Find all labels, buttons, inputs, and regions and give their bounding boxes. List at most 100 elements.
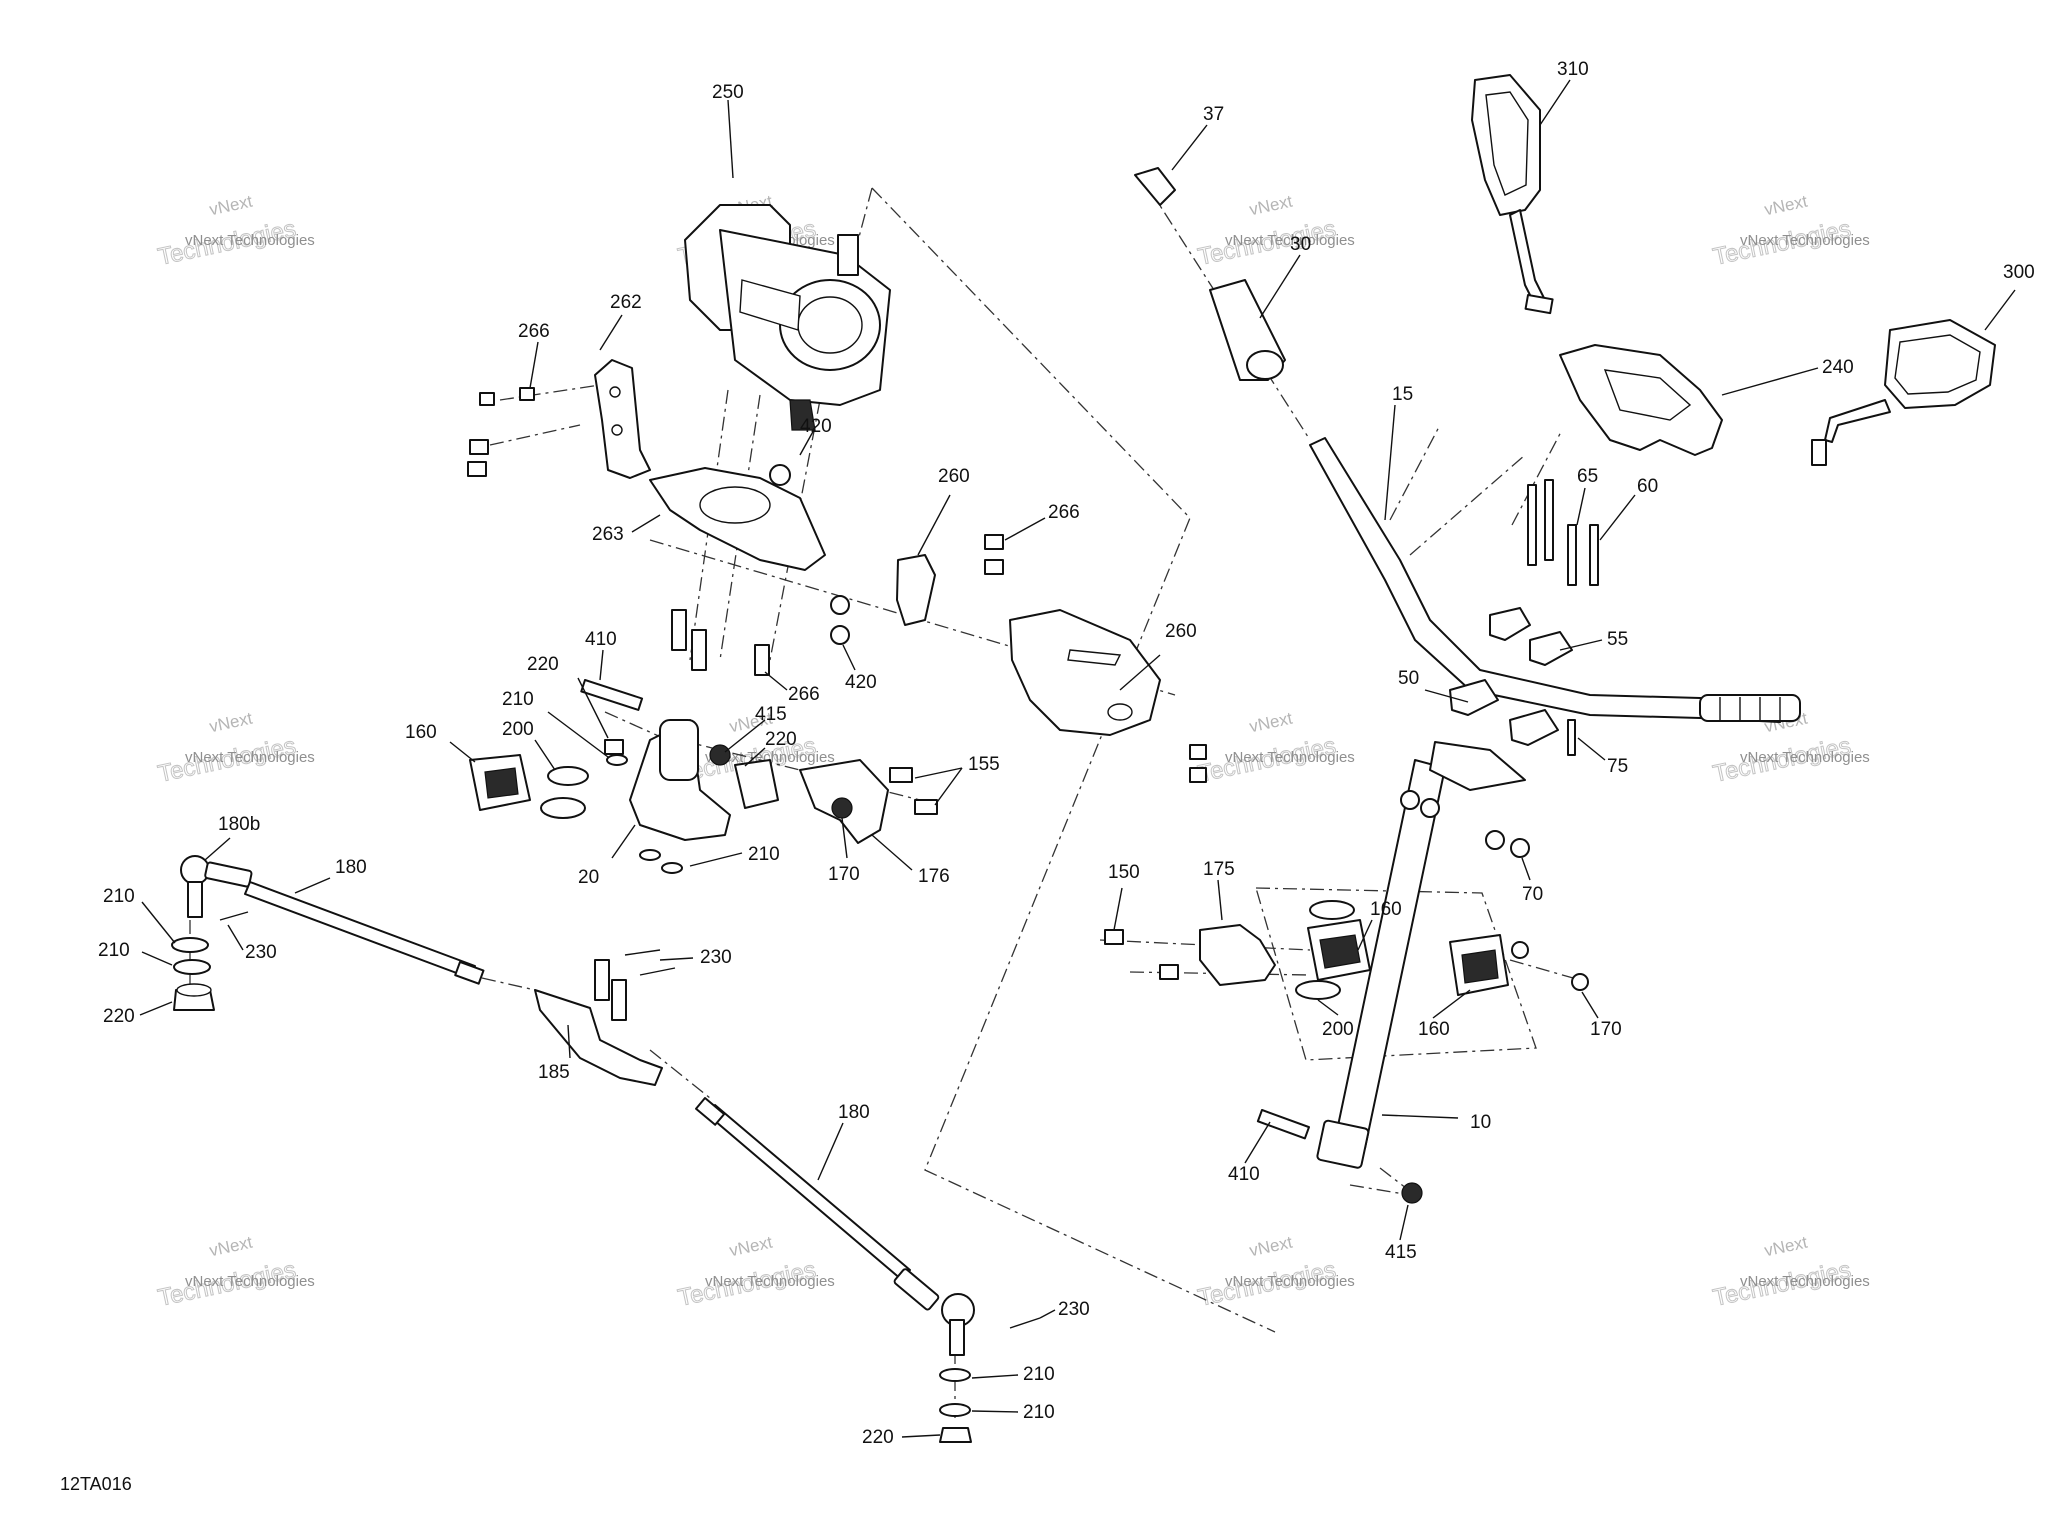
seal-ring-200: [547, 766, 589, 786]
callout-175: 175: [1203, 859, 1235, 880]
column-flange: [1429, 741, 1526, 791]
nut-420: [769, 464, 791, 486]
watermark-bottom-left: vNext Technologies: [155, 1233, 299, 1313]
callout-200: 200: [1322, 1019, 1354, 1040]
callout-176: 176: [918, 866, 950, 887]
clamp-base-50: [1509, 709, 1559, 746]
callout-30: 30: [1290, 234, 1311, 255]
watermark-top-right-center: vNext Technologies: [1195, 192, 1339, 272]
leader-lines: [139, 79, 2016, 1438]
callout-50: 50: [1398, 668, 1419, 689]
nut-70: [1400, 790, 1420, 810]
washer-210: [173, 959, 211, 975]
bracket-ring: [699, 486, 771, 524]
callout-230: 230: [700, 947, 732, 968]
cotter-pin-230: [1009, 1317, 1041, 1329]
plate-hole: [611, 424, 623, 436]
clamp-cap-55: [1489, 607, 1531, 641]
bolt-155: [889, 767, 913, 783]
screw-75: [1567, 719, 1576, 756]
axis-bolts-65: [1389, 424, 1441, 521]
callout-180: 180: [335, 857, 367, 878]
small-bracket: [896, 554, 936, 626]
bolt-266: [984, 559, 1004, 575]
cotter-pin-230: [639, 967, 676, 976]
axis-column: [1409, 454, 1526, 556]
callout-220: 220: [527, 654, 559, 675]
callout-170: 170: [1590, 1019, 1622, 1040]
callout-415: 415: [1385, 1242, 1417, 1263]
bushing-160-right-b: [1449, 934, 1509, 996]
axis-clamp: [1099, 939, 1311, 951]
callout-260: 260: [1165, 621, 1197, 642]
axis-bolts-266: [489, 424, 581, 446]
axis-gearbox-2: [719, 394, 761, 661]
callout-310: 310: [1557, 59, 1589, 80]
bolt-266: [984, 534, 1004, 550]
watermark-line1: vNext: [1248, 709, 1295, 737]
grip-right: [1699, 694, 1801, 722]
tie-rod-left-end: [454, 961, 485, 985]
center-link-185: [534, 959, 663, 1086]
nut-170: [1511, 941, 1529, 959]
assembly-outline-main: [871, 187, 1276, 1333]
power-steering-unit: [684, 204, 891, 431]
axis-tierod-right: [649, 1049, 711, 1099]
clamp-cap-55: [1529, 631, 1573, 666]
callout-160: 160: [405, 722, 437, 743]
callout-230: 230: [1058, 1299, 1090, 1320]
nut-420: [830, 595, 850, 615]
bushing-160: [469, 754, 531, 811]
seal-ring-200: [1309, 900, 1355, 920]
watermark-top-right: vNext Technologies: [1710, 192, 1854, 272]
washer-210: [606, 754, 628, 766]
watermark-small: vNext Technologies: [1740, 749, 1870, 766]
callout-15: 15: [1392, 384, 1413, 405]
callout-410: 410: [585, 629, 617, 650]
nut-170: [1571, 973, 1589, 991]
callout-220: 220: [103, 1006, 135, 1027]
clamp-175: [1199, 924, 1276, 986]
nut-220-top: [176, 983, 212, 997]
watermark-bottom-right-center: vNext Technologies: [1195, 1233, 1339, 1313]
large-bracket-hole: [1107, 703, 1133, 721]
axis-bolts-262: [499, 384, 601, 401]
watermark-mid-left: vNext Technologies: [155, 709, 299, 789]
watermark-line1: vNext: [208, 192, 255, 220]
nut-70: [1420, 798, 1440, 818]
watermark-small: vNext Technologies: [705, 749, 835, 766]
steering-arm-tube: [659, 719, 699, 781]
watermark-small: vNext Technologies: [1740, 232, 1870, 249]
callout-170: 170: [828, 864, 860, 885]
bolt-60: [1567, 524, 1577, 586]
bolt-266: [754, 644, 770, 676]
callout-220: 220: [862, 1427, 894, 1448]
tie-rod-end-right: [893, 1268, 975, 1356]
washer-210: [171, 937, 209, 953]
callout-185: 185: [538, 1062, 570, 1083]
watermark-small: vNext Technologies: [1740, 1273, 1870, 1290]
watermark-line1: vNext: [1248, 192, 1295, 220]
watermark-small: vNext Technologies: [1225, 749, 1355, 766]
bushing-160-right-a: [1307, 919, 1371, 981]
callout-260: 260: [938, 466, 970, 487]
handlebar-cover-detail: [1603, 369, 1692, 421]
callout-60: 60: [1637, 476, 1658, 497]
cotter-pin-230: [624, 949, 661, 956]
plate-hole: [609, 386, 621, 398]
nut-70: [1485, 830, 1505, 850]
bolt-410: [580, 679, 644, 711]
watermark-bottom-right: vNext Technologies: [1710, 1233, 1854, 1313]
bolt-150: [1104, 929, 1124, 945]
callout-210: 210: [1023, 1364, 1055, 1385]
callout-160: 160: [1418, 1019, 1450, 1040]
callout-266: 266: [1048, 502, 1080, 523]
callout-415: 415: [755, 704, 787, 725]
callout-266: 266: [518, 321, 550, 342]
bolt-large-bracket: [1189, 767, 1207, 783]
callout-240: 240: [1822, 357, 1854, 378]
bolt-266: [691, 629, 707, 671]
axis-tierod-left: [481, 977, 536, 991]
washer: [639, 849, 661, 861]
parts: [171, 74, 1996, 1443]
